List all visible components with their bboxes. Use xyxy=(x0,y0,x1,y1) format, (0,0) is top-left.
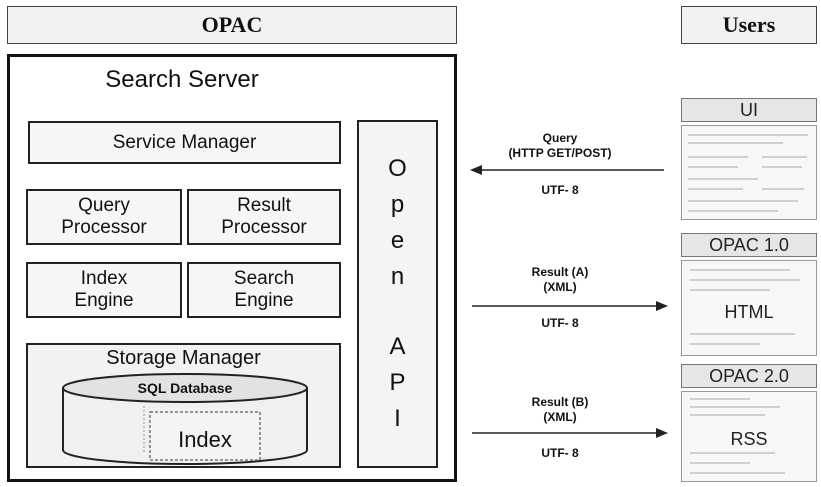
service-manager-label: Service Manager xyxy=(112,131,257,153)
result-processor-label-line2: Processor xyxy=(221,217,307,238)
search-engine-box: Search Engine xyxy=(187,262,341,318)
result-b-arrow-label: Result (B) (XML) xyxy=(490,395,630,425)
index-engine-box: Index Engine xyxy=(26,262,182,318)
result-a-arrow-icon xyxy=(472,301,668,311)
result-a-label-line2: (XML) xyxy=(543,280,577,294)
result-a-encoding-label: UTF- 8 xyxy=(541,316,579,330)
opac-2-rss-thumbnail xyxy=(681,391,817,482)
query-arrow-label: Query (HTTP GET/POST) xyxy=(480,131,640,161)
open-api-letter: I xyxy=(394,405,401,432)
result-b-label-line1: Result (B) xyxy=(531,395,589,409)
query-arrow-icon xyxy=(470,165,664,175)
result-processor-box: Result Processor xyxy=(187,189,341,245)
opac-1-doc-label: HTML xyxy=(724,302,774,322)
opac-2-doc-label: RSS xyxy=(730,429,768,449)
open-api-letter: p xyxy=(390,191,405,218)
query-processor-label-line2: Processor xyxy=(61,217,147,238)
opac-1-tag: OPAC 1.0 xyxy=(681,233,817,257)
result-a-arrow-label: Result (A) (XML) xyxy=(490,265,630,295)
result-a-label-line1: Result (A) xyxy=(531,265,589,279)
storage-manager-label: Storage Manager xyxy=(106,347,261,369)
opac-1-html-thumbnail xyxy=(681,260,817,356)
search-server-title: Search Server xyxy=(105,66,259,93)
search-engine-label-line2: Engine xyxy=(234,290,294,311)
open-api-box: O p e n A P I xyxy=(357,120,438,468)
opac-header-label: OPAC xyxy=(201,12,263,37)
result-b-encoding-label: UTF- 8 xyxy=(541,446,579,460)
index-engine-label-line2: Engine xyxy=(74,290,134,311)
index-label: Index xyxy=(178,427,232,452)
query-label-line2: (HTTP GET/POST) xyxy=(508,146,612,160)
query-processor-box: Query Processor xyxy=(26,189,182,245)
result-b-label-line2: (XML) xyxy=(543,410,577,424)
query-encoding-label: UTF- 8 xyxy=(541,183,579,197)
open-api-letter: O xyxy=(388,155,407,182)
users-header-label: Users xyxy=(722,12,776,37)
open-api-letter: A xyxy=(389,333,406,360)
open-api-letter: e xyxy=(390,227,405,254)
service-manager-box: Service Manager xyxy=(28,121,341,164)
opac-header: OPAC xyxy=(7,6,457,44)
database-cylinder-icon xyxy=(62,373,308,465)
open-api-letter: n xyxy=(390,263,405,290)
search-engine-label-line1: Search xyxy=(233,268,295,289)
query-label-line1: Query xyxy=(542,131,578,145)
open-api-letter: P xyxy=(389,369,406,396)
sql-database-label: SQL Database xyxy=(137,380,233,396)
result-b-arrow-icon xyxy=(472,428,668,438)
ui-screenshot-thumbnail xyxy=(681,125,817,220)
ui-tag: UI xyxy=(681,98,817,122)
index-engine-label-line1: Index xyxy=(80,268,128,289)
query-processor-label-line1: Query xyxy=(78,195,130,216)
users-header: Users xyxy=(681,6,817,44)
result-processor-label-line1: Result xyxy=(237,195,291,216)
opac-2-tag: OPAC 2.0 xyxy=(681,364,817,388)
